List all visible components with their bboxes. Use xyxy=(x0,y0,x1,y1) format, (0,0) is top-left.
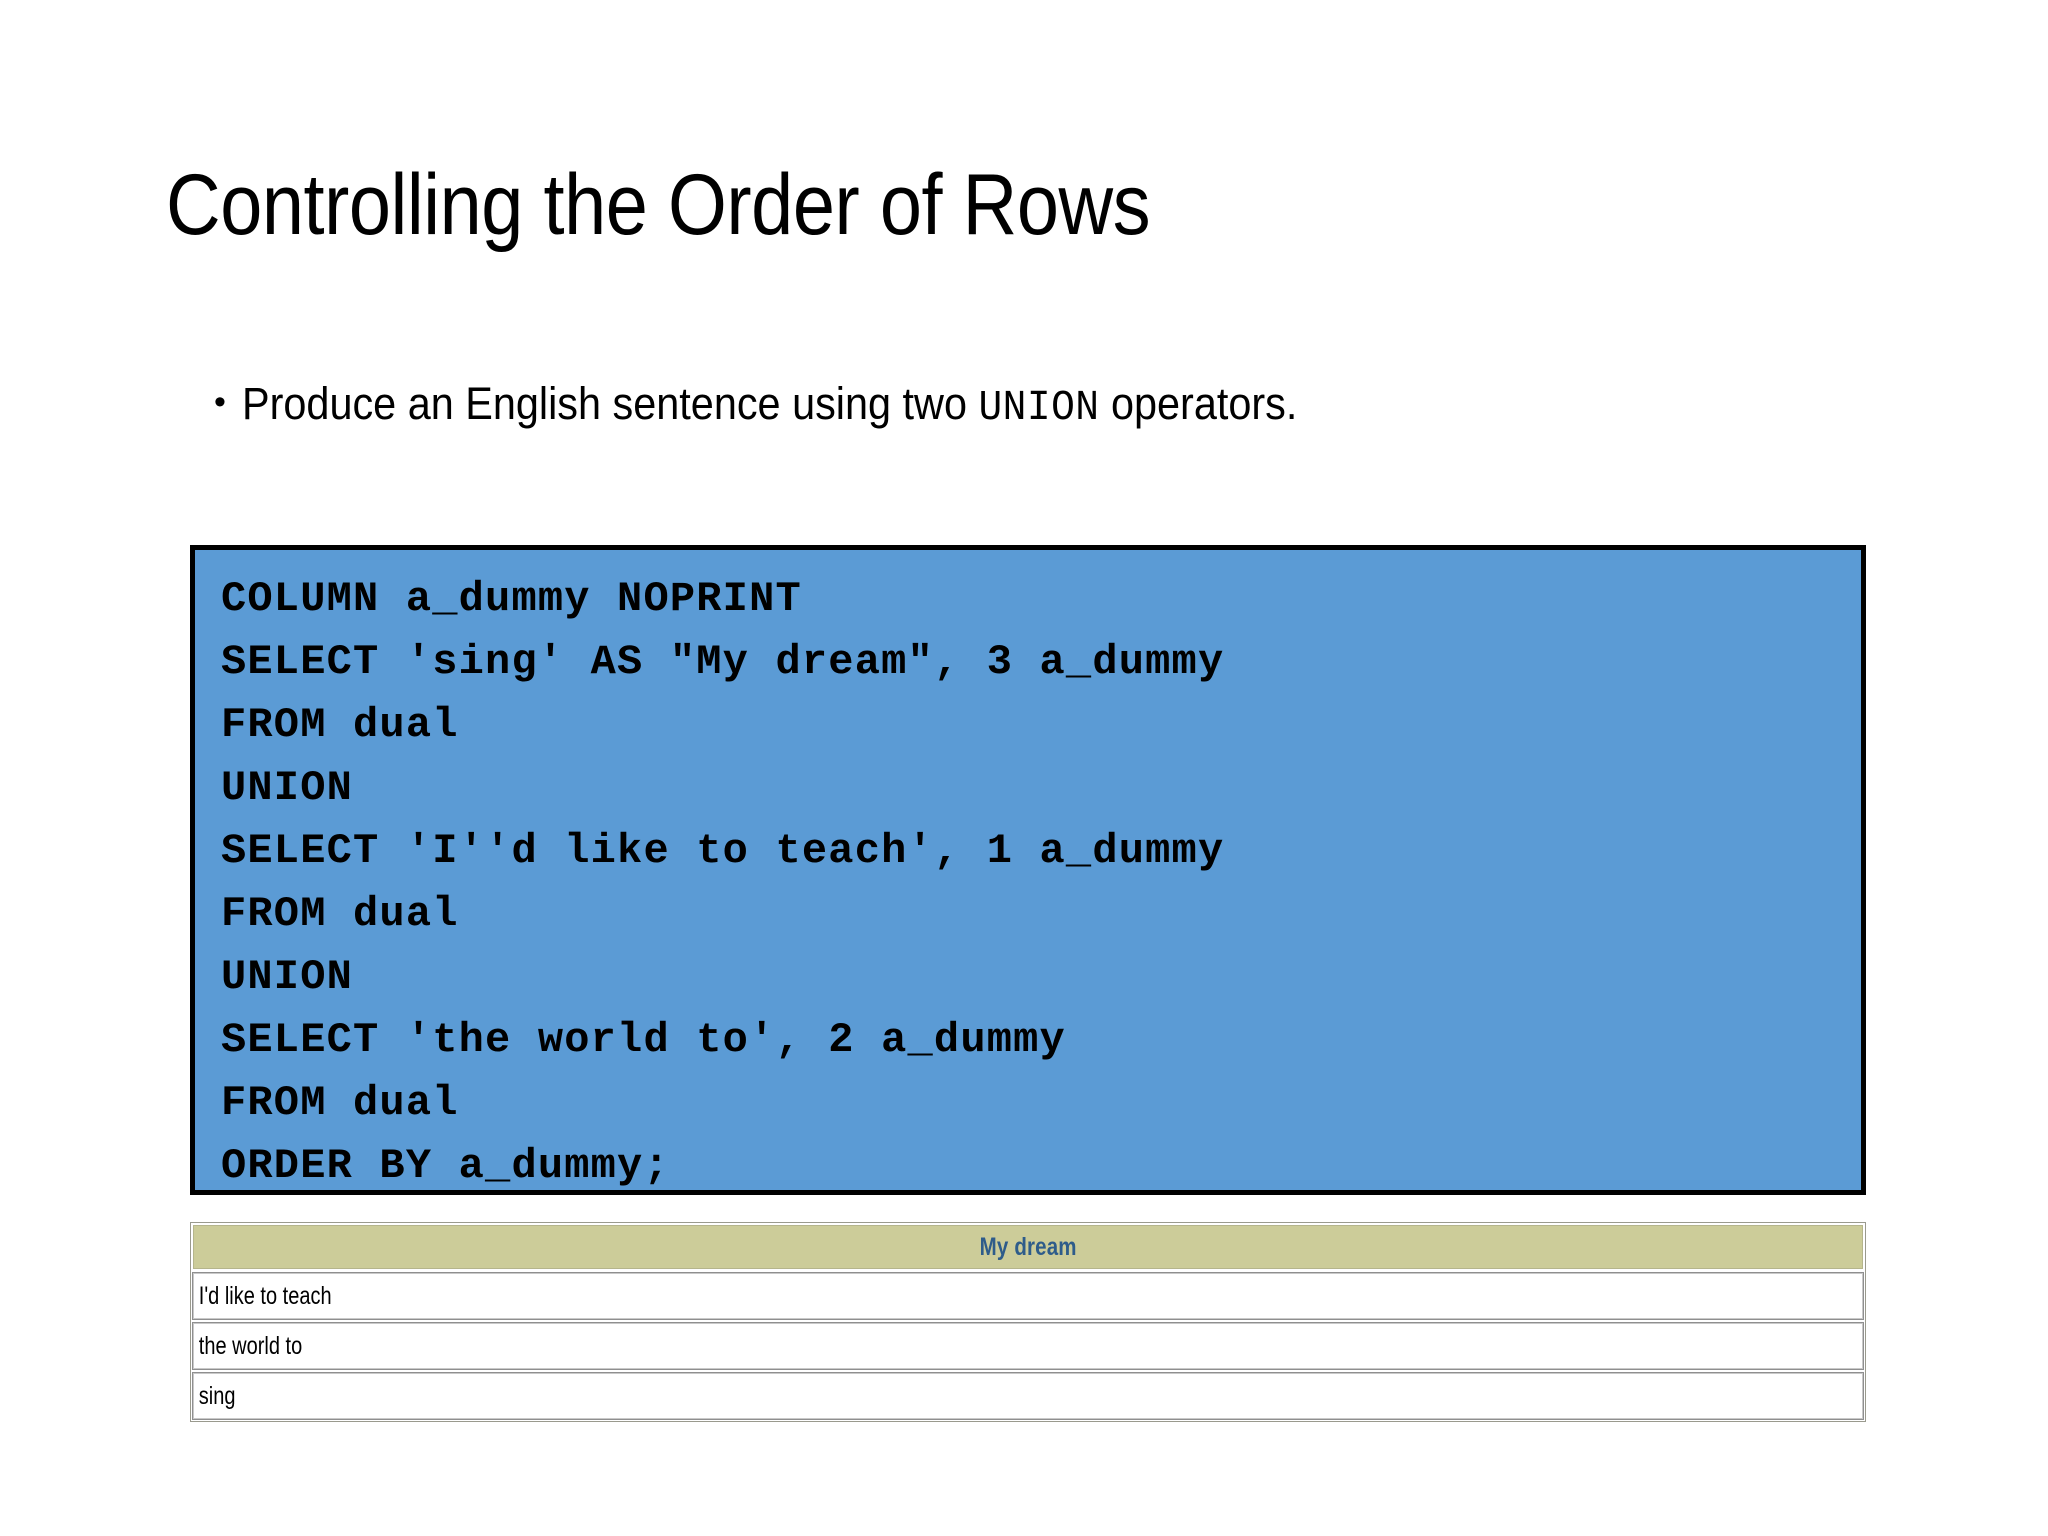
bullet-item: • Produce an English sentence using two … xyxy=(214,378,1914,432)
table-column-header: My dream xyxy=(979,1232,1077,1261)
table-cell: sing xyxy=(198,1381,236,1410)
table-row: I'd like to teach xyxy=(192,1272,1864,1320)
bullet-marker-icon: • xyxy=(214,383,226,421)
query-result-table: My dream I'd like to teach the world to … xyxy=(190,1222,1866,1422)
code-line: FROM dual xyxy=(221,1079,459,1127)
table-cell: the world to xyxy=(198,1331,303,1360)
table-row: sing xyxy=(192,1372,1864,1420)
code-line: UNION xyxy=(221,764,354,812)
table-header-row: My dream xyxy=(193,1225,1863,1269)
bullet-text: Produce an English sentence using two UN… xyxy=(242,378,1297,432)
bullet-mono-term: UNION xyxy=(978,383,1100,432)
code-line: FROM dual xyxy=(221,701,459,749)
code-line: UNION xyxy=(221,953,354,1001)
bullet-text-after: operators. xyxy=(1099,378,1298,429)
sql-code-block: COLUMN a_dummy NOPRINT SELECT 'sing' AS … xyxy=(190,545,1866,1195)
code-line: ORDER BY a_dummy; xyxy=(221,1142,670,1190)
code-line: FROM dual xyxy=(221,890,459,938)
code-line: SELECT 'the world to', 2 a_dummy xyxy=(221,1016,1066,1064)
code-line: SELECT 'I''d like to teach', 1 a_dummy xyxy=(221,827,1225,875)
bullet-text-before: Produce an English sentence using two xyxy=(241,378,979,429)
page-title: Controlling the Order of Rows xyxy=(166,157,1151,253)
table-row: the world to xyxy=(192,1322,1864,1370)
code-line: SELECT 'sing' AS "My dream", 3 a_dummy xyxy=(221,638,1225,686)
table-cell: I'd like to teach xyxy=(198,1281,332,1310)
code-line: COLUMN a_dummy NOPRINT xyxy=(221,575,802,623)
